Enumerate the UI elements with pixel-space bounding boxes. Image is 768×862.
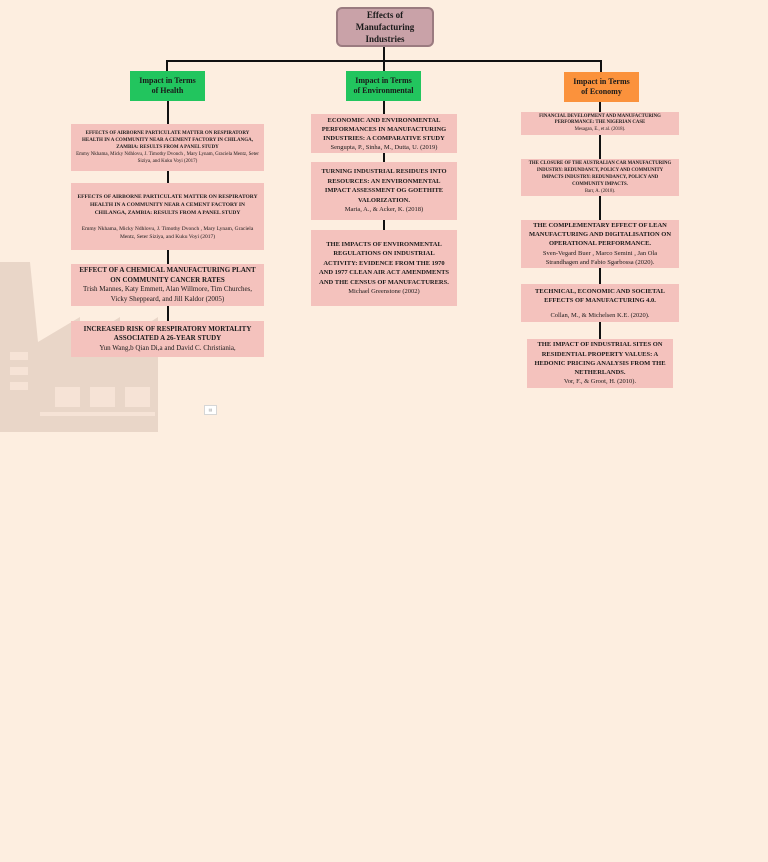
connector: [383, 46, 385, 71]
item-title: EFFECTS OF AIRBORNE PARTICULATE MATTER O…: [77, 193, 258, 216]
connector: [167, 306, 169, 321]
item-title: EFFECTS OF AIRBORNE PARTICULATE MATTER O…: [82, 131, 253, 150]
health-item-4[interactable]: INCREASED RISK OF RESPIRATORY MORTALITY …: [71, 321, 264, 357]
root-line: Manufacturing: [355, 22, 415, 32]
connector: [383, 220, 385, 230]
connector: [166, 60, 602, 62]
item-authors: Barr, A. (2018).: [584, 189, 616, 194]
connector: [599, 102, 601, 112]
health-item-1[interactable]: EFFECTS OF AIRBORNE PARTICULATE MATTER O…: [71, 124, 264, 171]
connector: [167, 250, 169, 264]
connector: [599, 135, 601, 159]
category-economy[interactable]: Impact in Terms of Economy: [564, 72, 639, 102]
connector: [599, 322, 601, 339]
item-title: ECONOMIC AND ENVIRONMENTAL PERFORMANCES …: [321, 116, 447, 142]
factory-icon: [0, 262, 158, 432]
item-title: TURNING INDUSTRIAL RESIDUES INTO RESOURC…: [321, 168, 447, 204]
economy-item-3[interactable]: THE COMPLEMENTARY EFFECT OF LEAN MANUFAC…: [521, 220, 679, 268]
item-title: THE CLOSURE OF THE AUSTRALIAN CAR MANUFA…: [528, 161, 672, 187]
category-environment[interactable]: Impact in Terms of Environmental: [346, 71, 421, 101]
item-authors: Vor, F., & Groot, H. (2010).: [563, 378, 637, 386]
category-label: of Economy: [581, 87, 622, 96]
root-line: Industries: [365, 34, 405, 44]
connector: [167, 171, 169, 183]
environment-item-3[interactable]: THE IMPACTS OF ENVIRONMENTAL REGULATIONS…: [311, 230, 457, 306]
category-label: of Environmental: [353, 86, 414, 95]
category-label: Impact in Terms: [573, 77, 630, 86]
category-label: of Health: [151, 86, 184, 95]
item-title: EFFECT OF A CHEMICAL MANUFACTURING PLANT…: [79, 266, 256, 284]
image-placeholder-icon: ▤: [204, 405, 217, 415]
connector: [599, 268, 601, 284]
root-node[interactable]: Effects of Manufacturing Industries: [336, 7, 434, 47]
item-title: THE IMPACTS OF ENVIRONMENTAL REGULATIONS…: [318, 240, 450, 286]
item-authors: Emmy Nkhama, Micky Ndhlovu, J. Timothy D…: [81, 225, 254, 240]
item-authors: Maria, A., & Acker, K. (2018): [344, 206, 424, 214]
item-authors: Sven-Vegard Buer , Marco Semini , Jan Ol…: [542, 249, 658, 266]
health-item-3[interactable]: EFFECT OF A CHEMICAL MANUFACTURING PLANT…: [71, 264, 264, 306]
item-authors: Trish Mannes, Katy Emmett, Alan Willmore…: [82, 285, 253, 303]
connector: [599, 196, 601, 220]
category-health[interactable]: Impact in Terms of Health: [130, 71, 205, 101]
item-authors: Mesagan, E., et al. (2018).: [574, 126, 626, 132]
connector: [166, 60, 168, 71]
connector: [383, 101, 385, 114]
item-title: TECHNICAL, ECONOMIC AND SOCIETAL EFFECTS…: [535, 287, 665, 304]
category-label: Impact in Terms: [355, 76, 412, 85]
category-label: Impact in Terms: [139, 76, 196, 85]
item-title: THE COMPLEMENTARY EFFECT OF LEAN MANUFAC…: [528, 221, 672, 248]
economy-item-2[interactable]: THE CLOSURE OF THE AUSTRALIAN CAR MANUFA…: [521, 159, 679, 196]
item-authors: Yun Wang,b Qian Di,a and David C. Christ…: [99, 343, 236, 352]
item-title: INCREASED RISK OF RESPIRATORY MORTALITY …: [83, 324, 252, 343]
item-title: THE IMPACT OF INDUSTRIAL SITES ON RESIDE…: [534, 341, 666, 377]
item-authors: Collan, M., & Michelsen K.E. (2020).: [550, 311, 650, 319]
economy-item-1[interactable]: FINANCIAL DEVELOPMENT AND MANUFACTURING …: [521, 112, 679, 135]
economy-item-4[interactable]: TECHNICAL, ECONOMIC AND SOCIETAL EFFECTS…: [521, 284, 679, 322]
connector: [600, 60, 602, 72]
item-authors: Sengupta, P., Sinha, M., Dutta, U. (2019…: [330, 143, 438, 151]
economy-item-5[interactable]: THE IMPACT OF INDUSTRIAL SITES ON RESIDE…: [527, 339, 673, 388]
root-line: Effects of: [366, 10, 404, 20]
environment-item-2[interactable]: TURNING INDUSTRIAL RESIDUES INTO RESOURC…: [311, 162, 457, 220]
connector: [167, 101, 169, 124]
item-title: FINANCIAL DEVELOPMENT AND MANUFACTURING …: [539, 113, 661, 126]
health-item-2[interactable]: EFFECTS OF AIRBORNE PARTICULATE MATTER O…: [71, 183, 264, 250]
item-authors: Michael Greenstone (2002): [348, 288, 420, 295]
item-authors: Emmy Nkhama, Micky Ndhlovu, J. Timothy D…: [76, 152, 259, 164]
connector: [383, 153, 385, 162]
environment-item-1[interactable]: ECONOMIC AND ENVIRONMENTAL PERFORMANCES …: [311, 114, 457, 153]
